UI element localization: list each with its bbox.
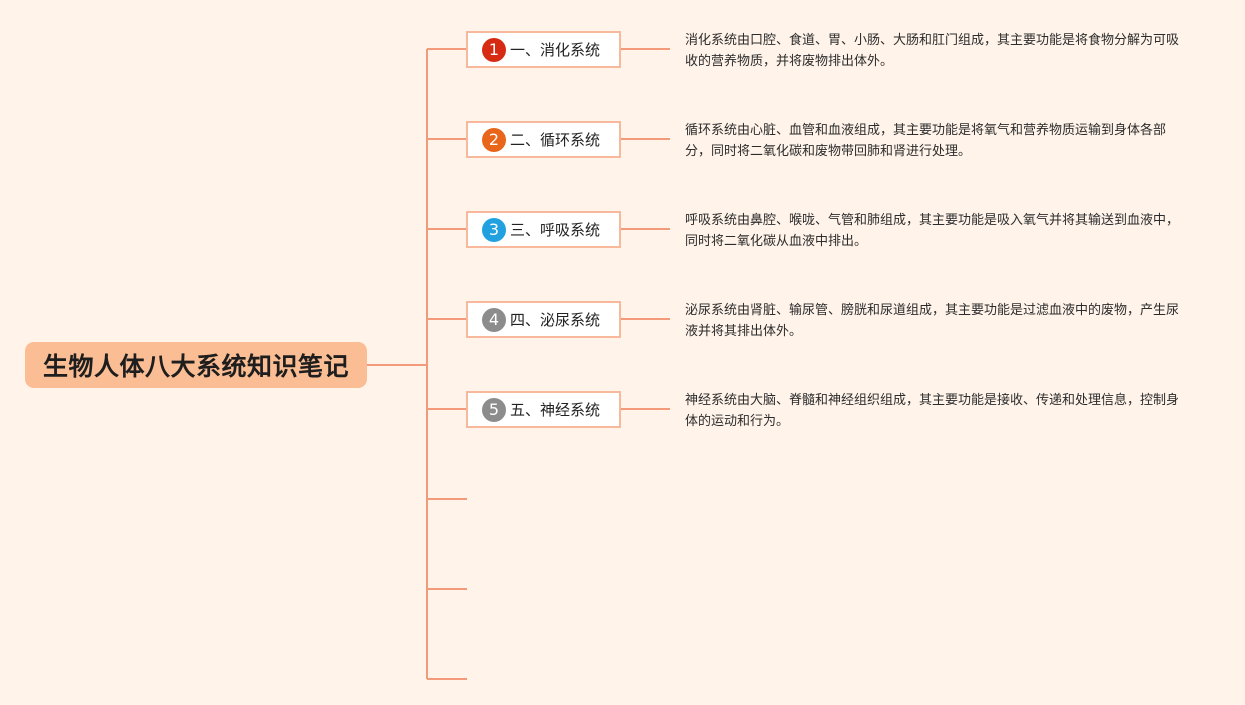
root-node[interactable]: 生物人体八大系统知识笔记 — [25, 342, 367, 388]
branch-label: 一、消化系统 — [510, 41, 601, 59]
description-circulatory: 循环系统由心脏、血管和血液组成，其主要功能是将氧气和营养物质运输到身体各部分，同… — [685, 123, 1167, 159]
branch-node-respiratory[interactable]: 3 三、呼吸系统 — [466, 211, 621, 248]
number-badge-3: 3 — [482, 217, 506, 242]
branch-label: 三、呼吸系统 — [510, 221, 601, 239]
number-badge-5: 5 — [482, 397, 506, 422]
branch-label: 二、循环系统 — [510, 131, 601, 149]
branch-node-digestive[interactable]: 1 一、消化系统 — [466, 31, 621, 68]
description-digestive: 消化系统由口腔、食道、胃、小肠、大肠和肛门组成，其主要功能是将食物分解为可吸收的… — [685, 33, 1180, 69]
branch-node-urinary[interactable]: 4 四、泌尿系统 — [466, 301, 621, 338]
number-badge-4: 4 — [482, 307, 506, 332]
branch-node-nervous[interactable]: 5 五、神经系统 — [466, 391, 621, 428]
number-badge-2: 2 — [482, 127, 506, 152]
branch-label: 五、神经系统 — [510, 401, 601, 419]
description-respiratory: 呼吸系统由鼻腔、喉咙、气管和肺组成，其主要功能是吸入氧气并将其输送到血液中，同时… — [685, 213, 1180, 249]
branch-label: 四、泌尿系统 — [510, 311, 601, 329]
description-nervous: 神经系统由大脑、脊髓和神经组织组成，其主要功能是接收、传递和处理信息，控制身体的… — [685, 393, 1180, 429]
root-title: 生物人体八大系统知识笔记 — [42, 352, 349, 381]
description-urinary: 泌尿系统由肾脏、输尿管、膀胱和尿道组成，其主要功能是过滤血液中的废物，产生尿液并… — [685, 303, 1180, 339]
branch-node-circulatory[interactable]: 2 二、循环系统 — [466, 121, 621, 158]
number-badge-1: 1 — [482, 37, 506, 62]
